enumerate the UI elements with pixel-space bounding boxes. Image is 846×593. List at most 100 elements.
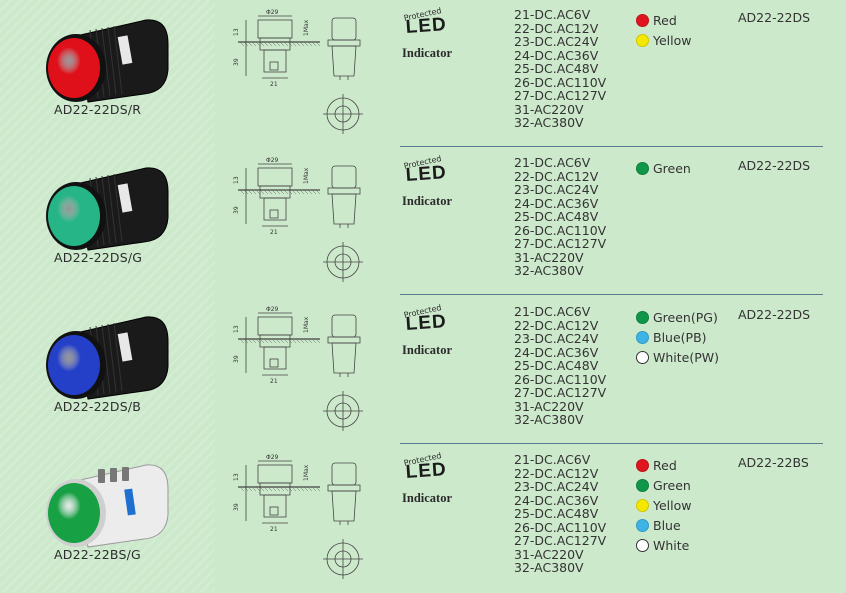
indicator-photo [46,167,169,251]
indicator-label: Indicator [402,46,452,60]
led-label: LED [405,459,448,483]
voltage-item: 27-DC.AC127V [514,88,607,103]
color-options: Green(PG) Blue(PB) White(PW) [636,307,719,367]
voltage-item: 22-DC.AC12V [514,168,599,184]
color-options: Green [636,158,691,178]
color-option: Blue [636,515,691,535]
color-label: Green [653,160,691,176]
voltage-item: 22-DC.AC12V [514,20,599,36]
color-dot-icon [636,478,649,492]
indicator-photo [46,464,169,548]
diameter-label: Φ29 [266,157,279,164]
indicator-label: Indicator [402,194,452,208]
model-label: AD22-22BS/G [54,547,141,562]
voltage-item: 25-DC.AC48V [514,358,599,373]
voltage-item: 23-DC.AC24V [514,182,599,197]
color-dot-icon [636,310,649,324]
indicator-photo [46,19,169,103]
color-label: Blue [653,517,681,533]
voltage-item: 21-DC.AC6V [514,304,591,319]
color-label: Green(PG) [653,309,718,325]
color-dot-icon [636,330,649,344]
voltage-item: 31-AC220V [514,101,584,117]
led-label: LED [405,162,448,186]
voltage-item: 22-DC.AC12V [514,465,599,481]
indicator-lens [48,38,100,98]
model-label: AD22-22DS/R [54,102,142,117]
svg-text:13: 13 [233,473,240,481]
voltage-item: 26-DC.AC110V [514,519,607,535]
color-dot-icon [636,458,649,472]
voltage-item: 21-DC.AC6V [514,452,591,467]
voltage-item: 23-DC.AC24V [514,34,599,49]
color-option: Red [636,455,691,475]
voltage-item: 24-DC.AC36V [514,344,599,360]
led-label: LED [405,14,448,38]
voltage-item: 31-AC220V [514,249,584,265]
voltage-item: 27-DC.AC127V [514,385,607,400]
panel-cutout-drawing [323,94,363,134]
model-label: AD22-22DS/G [54,250,143,265]
color-dot-icon [636,161,649,175]
svg-text:21: 21 [270,378,278,385]
led-label: LED [405,311,448,335]
color-label: White [653,537,690,553]
voltage-item: 26-DC.AC110V [514,222,607,238]
color-dot-icon [636,33,649,47]
voltage-item: 25-DC.AC48V [514,209,599,224]
svg-text:13: 13 [233,28,240,36]
color-label: Yellow [653,497,692,513]
voltage-item: 25-DC.AC48V [514,61,599,76]
color-option: Yellow [636,495,691,515]
svg-text:1Max: 1Max [303,464,310,481]
diameter-label: Φ29 [266,9,279,16]
voltage-item: 23-DC.AC24V [514,479,599,494]
color-dot-icon [636,518,649,532]
series-code: AD22-22BS [738,455,809,470]
svg-text:21: 21 [270,526,278,533]
indicator-lens [48,186,100,246]
svg-text:1Max: 1Max [303,167,310,184]
panel-cutout-drawing [323,391,363,431]
indicator-label: Indicator [402,343,452,357]
series-code: AD22-22DS [738,10,811,25]
color-label: White(PW) [653,349,719,365]
indicator-lens [48,335,100,395]
model-label: AD22-22DS/B [54,399,142,414]
voltage-item: 26-DC.AC110V [514,371,607,387]
color-label: Green [653,477,691,493]
color-option: White [636,535,691,555]
voltage-item: 24-DC.AC36V [514,47,599,63]
voltage-item: 27-DC.AC127V [514,236,607,251]
color-label: Blue(PB) [653,329,707,345]
svg-text:21: 21 [270,81,278,88]
color-option: Red [636,10,691,30]
svg-text:21: 21 [270,229,278,236]
color-option: Green(PG) [636,307,719,327]
color-option: Blue(PB) [636,327,719,347]
diameter-label: Φ29 [266,454,279,461]
indicator-label: Indicator [402,491,452,505]
series-code: AD22-22DS [738,307,811,322]
voltage-item: 22-DC.AC12V [514,317,599,333]
color-option: White(PW) [636,347,719,367]
voltage-item: 24-DC.AC36V [514,195,599,211]
svg-text:13: 13 [233,176,240,184]
voltage-item: 23-DC.AC24V [514,331,599,346]
voltage-item: 32-AC380V [514,412,584,427]
color-label: Red [653,12,677,28]
color-option: Yellow [636,30,691,50]
color-dot-icon [636,538,649,552]
svg-text:39: 39 [233,503,240,511]
color-dot-icon [636,350,649,364]
